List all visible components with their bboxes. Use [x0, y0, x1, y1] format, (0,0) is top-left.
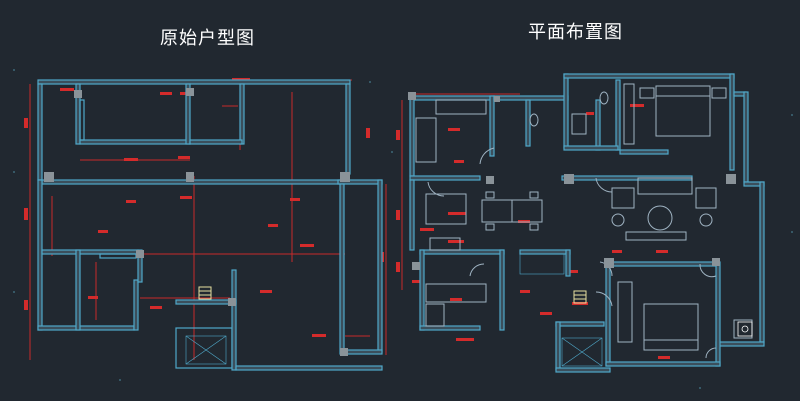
toilet-icon [599, 91, 609, 105]
entrance-icon-2 [573, 290, 587, 304]
bed-icon-2 [643, 303, 699, 351]
door-swing-icon [479, 147, 495, 165]
furnished-plan [396, 73, 765, 373]
original-plan [24, 78, 387, 371]
furnished-plan-title: 平面布置图 [528, 22, 623, 43]
furnished-walls [409, 73, 765, 373]
original-plan-title: 原始户型图 [160, 28, 255, 49]
entrance-icon [198, 286, 212, 300]
walls [37, 79, 383, 371]
background-dots [13, 69, 793, 389]
dimension-labels [24, 78, 384, 337]
shaft-hatch [185, 335, 227, 365]
sofa-icon [637, 177, 693, 195]
columns [44, 88, 350, 356]
ac-unit-icon [737, 321, 753, 337]
bed-icon [655, 85, 711, 137]
furniture [415, 83, 753, 359]
furnished-shaft [519, 253, 603, 367]
furnished-columns [408, 92, 736, 270]
kitchen-counter [415, 117, 437, 163]
